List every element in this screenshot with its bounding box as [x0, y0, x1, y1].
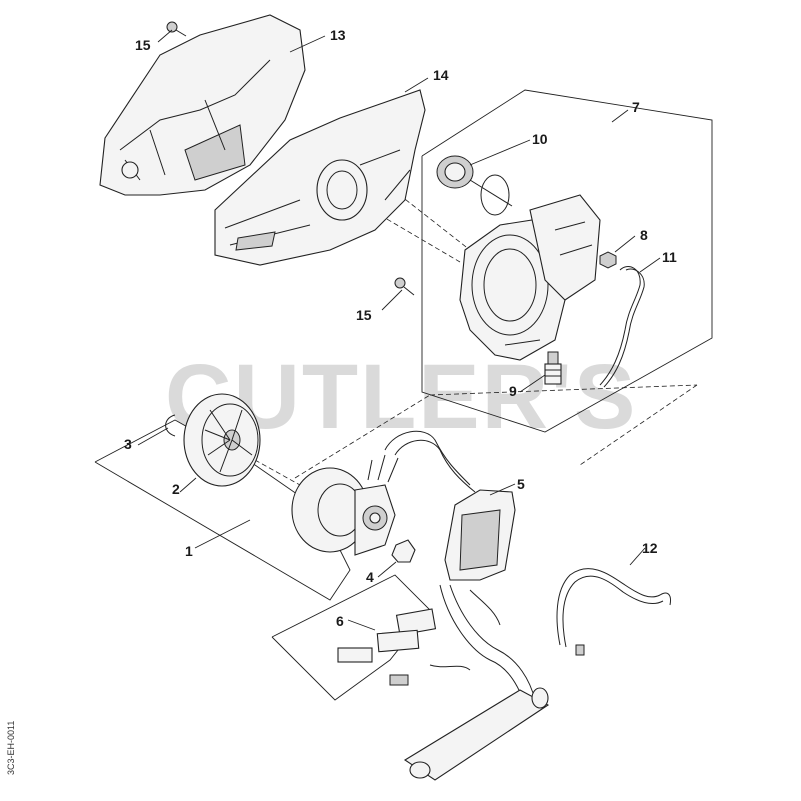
callout-9: 9 [509, 383, 517, 399]
screw-15-mid [394, 277, 415, 296]
screw-15-top [166, 21, 187, 37]
callout-5: 5 [517, 476, 525, 492]
callout-12: 12 [642, 540, 658, 556]
callout-13: 13 [330, 27, 346, 43]
generator-1 [291, 454, 399, 556]
fan-wheel-2 [183, 393, 261, 487]
callout-15-mid: 15 [356, 307, 372, 323]
callout-8: 8 [640, 227, 648, 243]
cap-4 [391, 539, 416, 563]
callout-10: 10 [532, 131, 548, 147]
fan-housing-7 [459, 194, 601, 361]
clip-3 [165, 414, 176, 437]
callout-14: 14 [433, 67, 449, 83]
nut-8 [599, 251, 617, 269]
starter-cap-10 [436, 155, 513, 216]
handle-tube [403, 687, 550, 781]
callout-2: 2 [172, 481, 180, 497]
switch-6 [337, 608, 437, 686]
callout-11: 11 [662, 249, 677, 265]
callout-3: 3 [124, 436, 132, 452]
callout-7: 7 [632, 99, 640, 115]
callout-15-top: 15 [135, 37, 151, 53]
leader-lines [137, 29, 661, 631]
hose-11 [599, 266, 645, 388]
module-5 [444, 489, 516, 581]
drawing-code: 3C3-EH-0011 [6, 721, 16, 775]
throttle-cable-12 [556, 568, 671, 656]
cover-13 [99, 14, 306, 196]
spark-plug-9 [544, 351, 562, 385]
housing-14 [214, 89, 426, 266]
callout-1: 1 [185, 543, 193, 559]
callout-4: 4 [366, 569, 374, 585]
wiring-harness [384, 430, 536, 706]
callout-6: 6 [336, 613, 344, 629]
group-7-outline [421, 89, 713, 433]
